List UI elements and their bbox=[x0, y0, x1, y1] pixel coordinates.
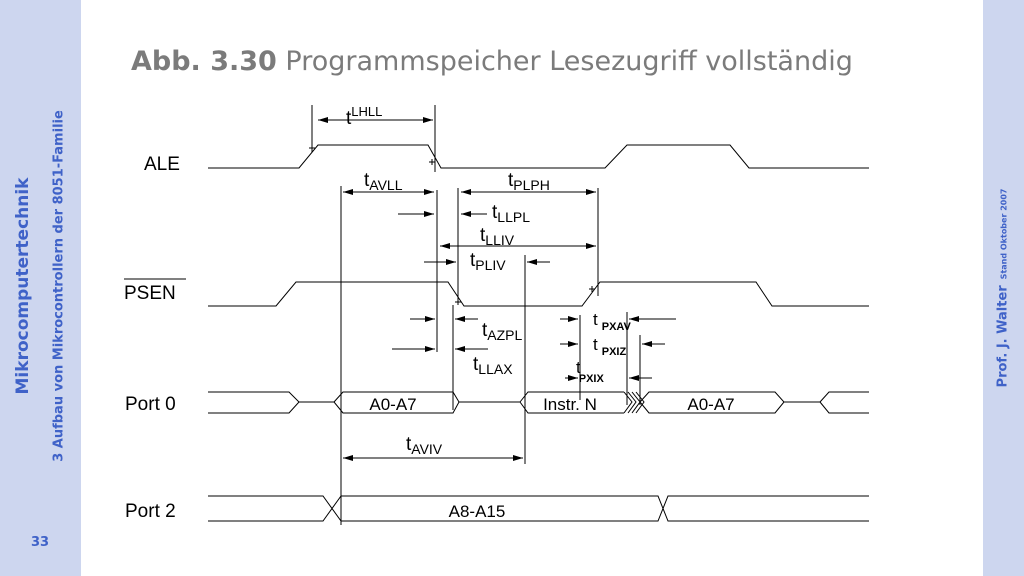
port2-bottom bbox=[208, 495, 869, 522]
psen-label: PSEN bbox=[124, 283, 176, 304]
port2-addr-label: A8-A15 bbox=[449, 502, 506, 521]
tlabel-lhll: tLHLL bbox=[346, 104, 382, 129]
port2-top bbox=[208, 495, 869, 522]
bus-labels: A0-A7 Instr. N A0-A7 A8-A15 bbox=[369, 395, 734, 521]
psen-waveform bbox=[208, 281, 869, 307]
figure-title: Programmspeicher Lesezugriff vollständig bbox=[285, 46, 853, 77]
tlabel-plph: tPLPH bbox=[508, 170, 550, 193]
port0-addr-label-2: A0-A7 bbox=[687, 395, 734, 414]
tlabel-lliv: tLLIV bbox=[480, 225, 515, 248]
waveforms bbox=[208, 144, 869, 522]
reference-lines bbox=[311, 105, 641, 525]
right-sidebar-band bbox=[983, 0, 1024, 576]
timing-arrows bbox=[318, 117, 676, 461]
page-title: Abb. 3.30 Programmspeicher Lesezugriff v… bbox=[131, 46, 853, 77]
port0-instr-left bbox=[519, 391, 624, 414]
left-sidebar-band bbox=[0, 0, 81, 576]
tlabel-avll: tAVLL bbox=[364, 170, 403, 193]
port0-seg-end bbox=[819, 391, 869, 414]
port2-label: Port 2 bbox=[125, 501, 176, 522]
ale-label: ALE bbox=[144, 154, 180, 175]
tlabel-llpl: tLLPL bbox=[492, 202, 530, 225]
tlabel-azpl: tAZPL bbox=[482, 320, 523, 343]
figure-number: Abb. 3.30 bbox=[131, 46, 277, 77]
port0-seg-a bbox=[208, 391, 300, 414]
tlabel-llax: tLLAX bbox=[473, 354, 513, 377]
signal-labels: ALE PSEN Port 0 Port 2 bbox=[124, 154, 186, 522]
tlabel-aviv: tAVIV bbox=[406, 434, 443, 457]
timing-labels: tLHLL tAVLL tPLPH tLLPL tLLIV tPLIV tAZP… bbox=[346, 104, 632, 457]
port0-instr-label: Instr. N bbox=[543, 395, 597, 414]
page-number: 33 bbox=[30, 535, 50, 550]
port0-label: Port 0 bbox=[125, 394, 176, 415]
port0-hold-lines bbox=[623, 391, 645, 414]
tlabel-pliv: tPLIV bbox=[470, 250, 506, 273]
ale-waveform bbox=[208, 144, 869, 169]
edge-markers bbox=[309, 145, 595, 305]
port0-addr-label-1: A0-A7 bbox=[369, 395, 416, 414]
